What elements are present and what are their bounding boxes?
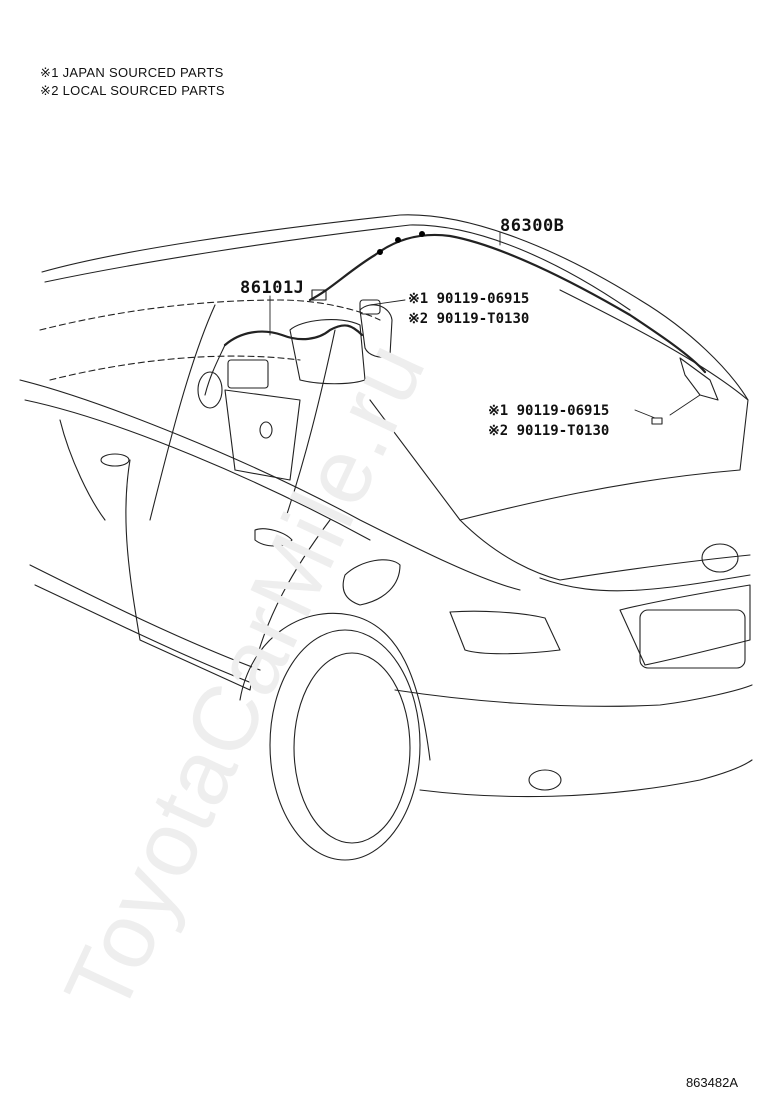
dashboard-lower — [49, 355, 301, 381]
dashboard-line — [39, 299, 381, 331]
fuel-door — [342, 559, 401, 606]
part-label-86101j[interactable]: 86101J — [240, 278, 305, 298]
legend-japan-sourced: ※1 JAPAN SOURCED PARTS — [40, 65, 224, 80]
center-console — [224, 389, 301, 481]
front-door-edge — [59, 419, 106, 521]
tail-light-right — [619, 584, 751, 666]
front-door-handle — [100, 453, 130, 467]
roof-line — [41, 214, 749, 401]
body-side-lower — [29, 564, 261, 671]
front-seat — [289, 319, 366, 385]
rear-door-handle — [254, 528, 293, 547]
body-side-upper — [19, 379, 521, 591]
center-console-screen — [227, 359, 269, 389]
fog-light — [528, 769, 562, 791]
legend-local-sourced: ※2 LOCAL SOURCED PARTS — [40, 83, 225, 98]
bolt-lower — [651, 417, 663, 425]
rear-emblem — [701, 543, 739, 573]
part-label-bolt-lower-1[interactable]: ※1 90119-06915 — [488, 403, 610, 419]
airbag-clip-2 — [419, 231, 425, 237]
part-label-bolt-upper-2[interactable]: ※2 90119-T0130 — [408, 311, 530, 327]
trunk-edge — [539, 574, 751, 592]
airbag-inflator — [359, 299, 381, 315]
curtain-airbag-left-lower — [204, 344, 226, 396]
rear-door-outline — [125, 459, 331, 691]
b-pillar — [284, 329, 336, 521]
diagram-code: 863482A — [685, 1075, 738, 1090]
rear-bumper-lower — [419, 759, 753, 798]
trunk-lid — [459, 519, 751, 581]
front-seat-headrest — [359, 304, 393, 358]
leader-bolt-lower — [634, 409, 656, 419]
leader-bolt-lower-b — [669, 394, 701, 416]
leader-bolt-upper — [369, 299, 406, 306]
curtain-airbag-left — [223, 324, 364, 347]
body-side-belt — [24, 399, 371, 541]
gear-shift-knob — [259, 421, 273, 439]
roof-inner-line — [44, 224, 631, 311]
body-rocker — [34, 584, 271, 691]
airbag-clip-3 — [377, 249, 383, 255]
rear-tire-inner — [293, 652, 411, 844]
license-plate-recess — [639, 609, 746, 669]
c-pillar — [369, 399, 461, 521]
airbag-bracket — [311, 289, 327, 301]
a-pillar — [149, 304, 216, 521]
curtain-airbag-right — [308, 233, 707, 374]
airbag-clip-1 — [395, 237, 401, 243]
wheel-arch — [239, 612, 431, 761]
steering-wheel — [197, 371, 223, 409]
curtain-airbag-right-end — [679, 357, 719, 401]
tail-light — [449, 610, 561, 655]
rear-window — [459, 289, 749, 521]
rear-bumper — [394, 684, 753, 707]
part-label-bolt-upper-1[interactable]: ※1 90119-06915 — [408, 291, 530, 307]
rear-tire-outer — [269, 629, 421, 861]
part-label-bolt-lower-2[interactable]: ※2 90119-T0130 — [488, 423, 610, 439]
part-label-86300b[interactable]: 86300B — [500, 216, 565, 236]
legend: ※1 JAPAN SOURCED PARTS ※2 LOCAL SOURCED … — [40, 64, 225, 100]
